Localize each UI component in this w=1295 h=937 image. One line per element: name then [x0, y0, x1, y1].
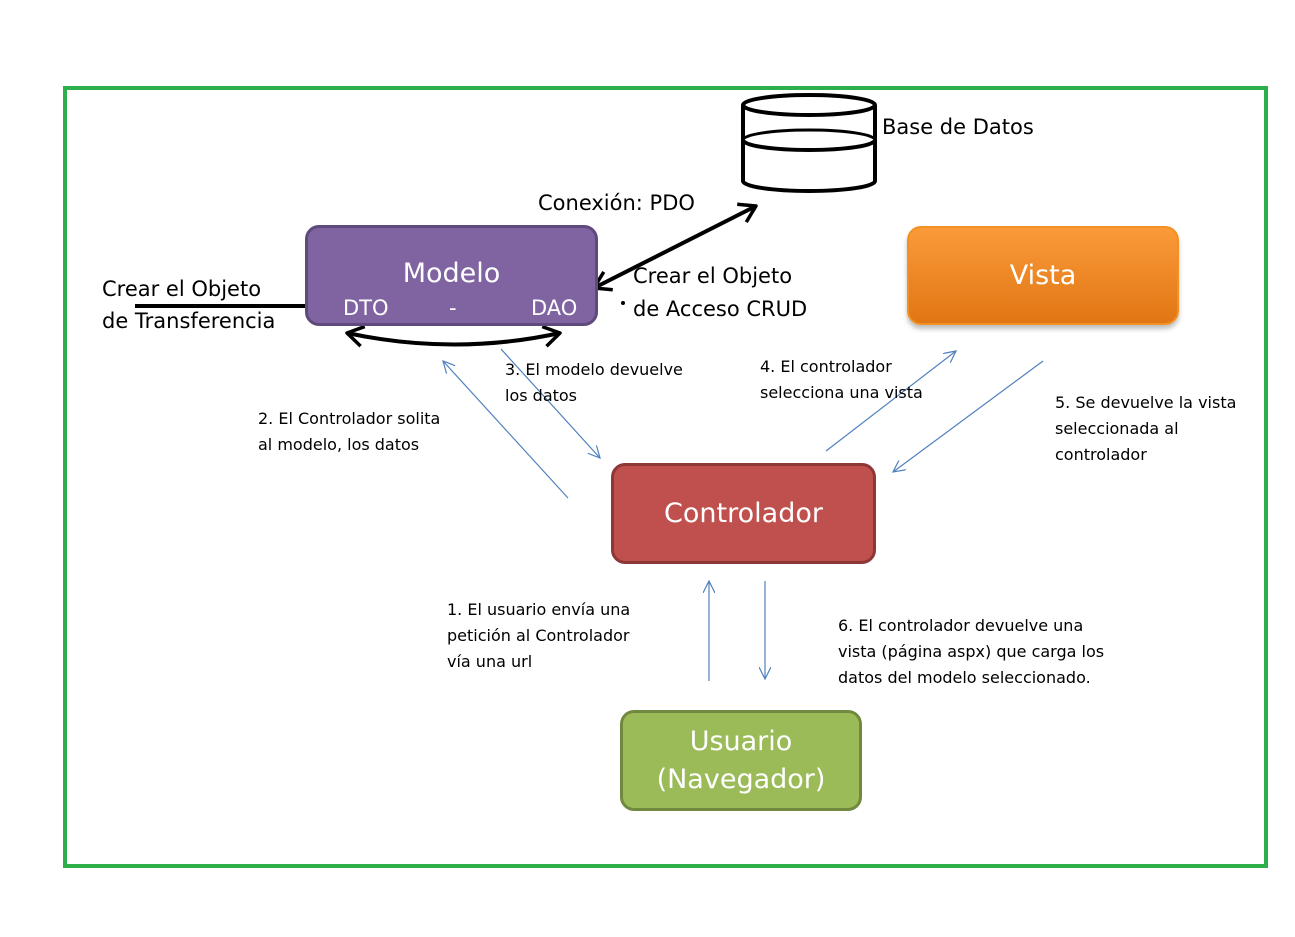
step-1-label: 1. El usuario envía una petición al Cont… [447, 597, 630, 675]
step-4-line: 4. El controlador [760, 357, 892, 376]
database-label: Base de Datos [882, 115, 1034, 139]
step-5-line: seleccionada al [1055, 419, 1179, 438]
modelo-node: Modelo DTO - DAO [305, 225, 598, 326]
modelo-title: Modelo [402, 258, 501, 289]
dao-label: DAO [531, 296, 578, 320]
controlador-title: Controlador [664, 498, 823, 529]
arrow-controller-to-model [443, 361, 569, 499]
step-5-line: controlador [1055, 445, 1147, 464]
step-3-label: 3. El modelo devuelve los datos [505, 357, 683, 409]
step-2-line: al modelo, los datos [258, 435, 420, 454]
step-3-line: 3. El modelo devuelve [505, 360, 683, 379]
usuario-title: Usuario [689, 725, 793, 757]
arrow-controller-to-view [825, 351, 956, 452]
step-6-line: vista (página aspx) que carga los [838, 642, 1105, 661]
connection-label: Conexión: PDO [538, 191, 695, 215]
diagram-frame [63, 86, 1268, 868]
dto-dao-arrow [345, 324, 562, 348]
step-3-line: los datos [505, 386, 578, 405]
step-1-line: vía una url [447, 652, 533, 671]
create-dto-label-line2: de Transferencia [102, 309, 276, 333]
vista-node: Vista [907, 226, 1179, 325]
create-dao-label-line1: Crear el Objeto [633, 264, 793, 288]
step-2-line: 2. El Controlador solita [258, 409, 441, 428]
step-5-line: 5. Se devuelve la vista [1055, 393, 1237, 412]
step-4-line: selecciona una vista [760, 383, 923, 402]
create-dao-label-line2: de Acceso CRUD [633, 297, 808, 321]
step-2-label: 2. El Controlador solita al modelo, los … [258, 406, 440, 458]
usuario-subtitle: (Navegador) [656, 763, 826, 795]
dto-dao-separator: - [449, 296, 457, 320]
step-1-line: 1. El usuario envía una [447, 600, 631, 619]
controlador-node: Controlador [611, 463, 876, 564]
step-6-line: datos del modelo seleccionado. [838, 668, 1091, 687]
vista-title: Vista [1009, 260, 1077, 291]
step-4-label: 4. El controlador selecciona una vista [760, 354, 923, 406]
step-5-label: 5. Se devuelve la vista seleccionada al … [1055, 390, 1236, 468]
step-6-label: 6. El controlador devuelve una vista (pá… [838, 613, 1104, 691]
pdo-connection-arrow [592, 202, 758, 292]
create-dto-label-line1: Crear el Objeto [102, 277, 262, 301]
step-1-line: petición al Controlador [447, 626, 630, 645]
bullet-dot [621, 301, 625, 305]
usuario-node: Usuario (Navegador) [620, 710, 862, 811]
step-6-line: 6. El controlador devuelve una [838, 616, 1084, 635]
arrow-model-to-controller [500, 348, 600, 458]
arrow-view-to-controller [893, 360, 1044, 472]
dto-label: DTO [343, 296, 389, 320]
database-icon [741, 93, 877, 193]
